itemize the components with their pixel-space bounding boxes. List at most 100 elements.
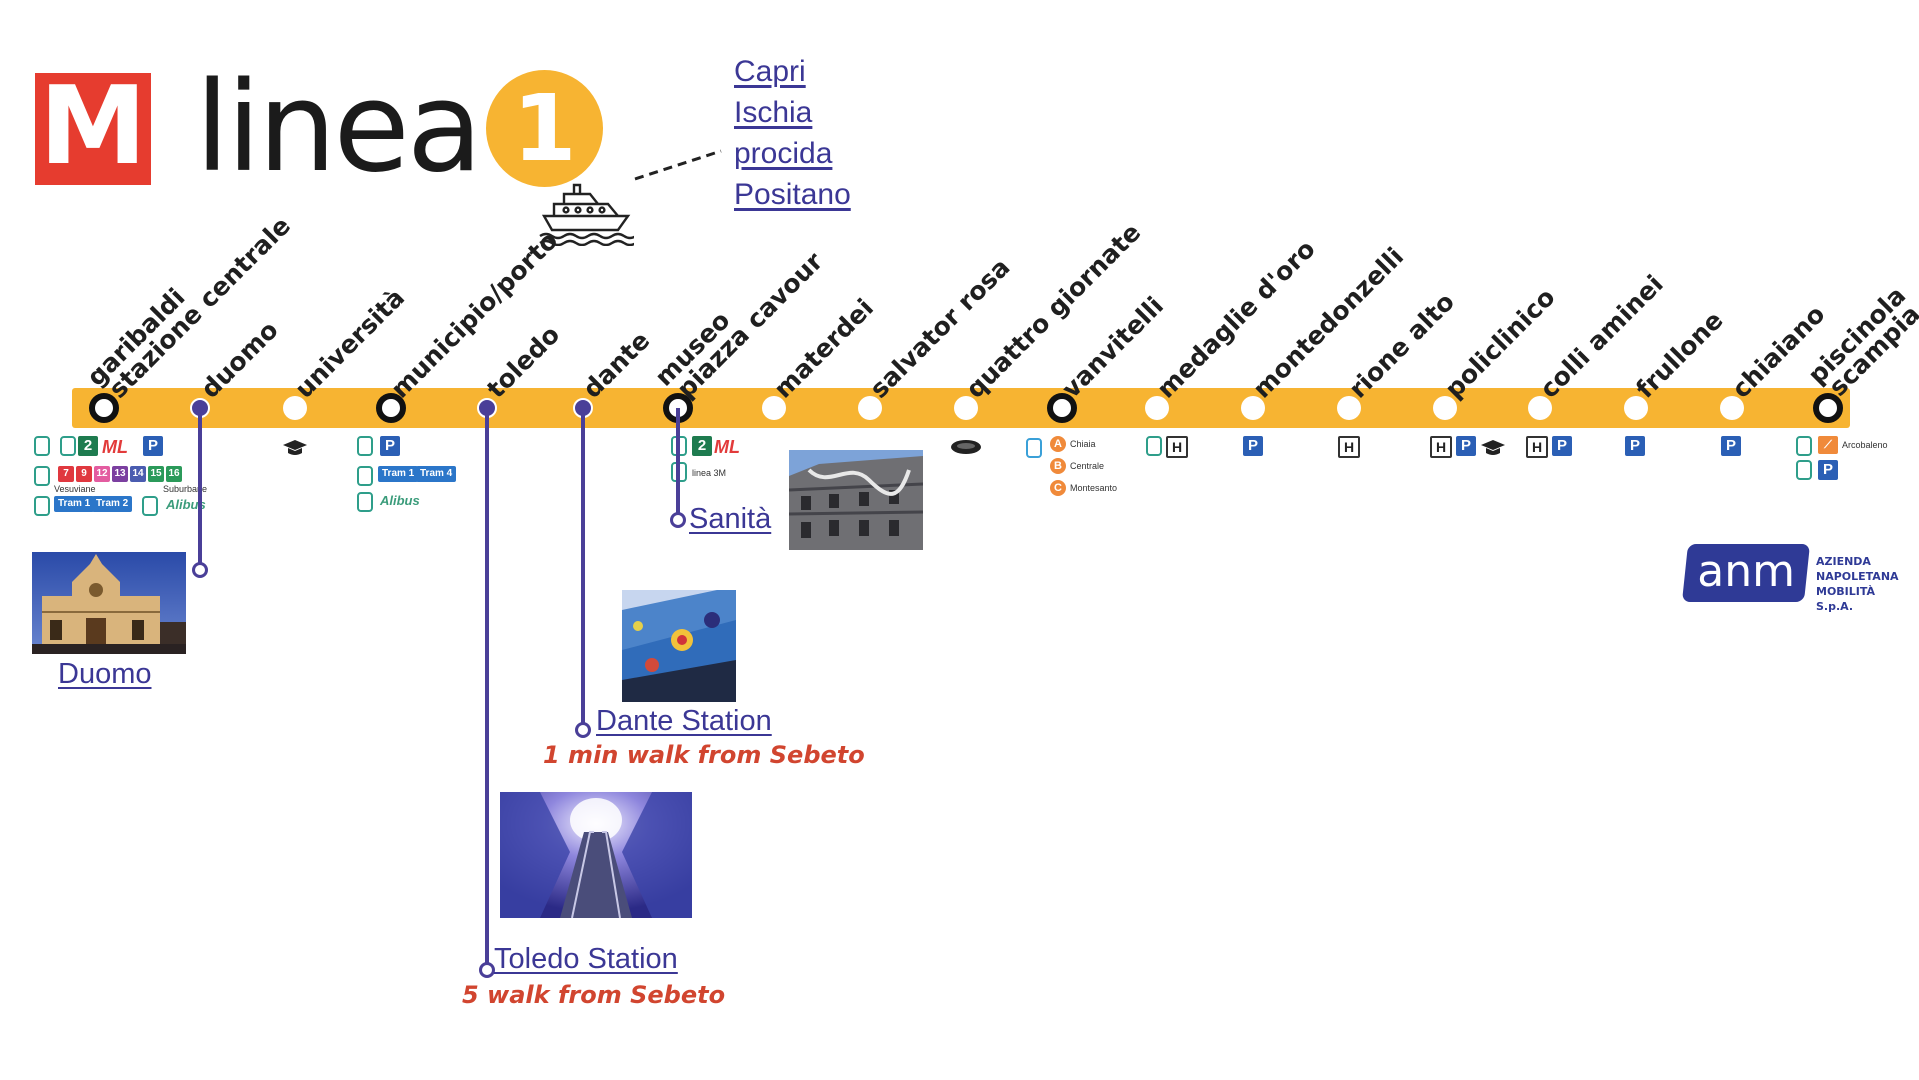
anm-company-line: AZIENDA	[1816, 555, 1871, 568]
duomo-link[interactable]: Duomo	[58, 658, 152, 690]
destination-link-ischia[interactable]: Ischia	[734, 96, 813, 129]
tram-icon	[357, 466, 373, 486]
metro-logo: M	[35, 67, 151, 187]
parking-icon: P	[1456, 436, 1476, 456]
stop-chiaiano[interactable]	[1720, 396, 1744, 420]
stop-vanvitelli[interactable]	[1047, 393, 1077, 423]
stop-materdei[interactable]	[762, 396, 786, 420]
line2-badge: 2	[692, 436, 712, 456]
toledo-walk-note: 5 walk from Sebeto	[462, 981, 726, 1009]
line-number-badge: 1	[486, 70, 603, 187]
stop-quattro-giornate[interactable]	[954, 396, 978, 420]
parking-icon: P	[1552, 436, 1572, 456]
parking-icon: P	[143, 436, 163, 456]
stop-montedonzelli[interactable]	[1241, 396, 1265, 420]
alibus-label: Alibus	[166, 497, 206, 512]
graduation-cap-icon	[283, 440, 307, 455]
hospital-icon: H	[1166, 436, 1188, 458]
stop-colli-aminei[interactable]	[1528, 396, 1552, 420]
duomo-callout-line	[198, 408, 202, 570]
suburbane-label: Suburbane	[163, 484, 208, 494]
anm-company-line: MOBILITÀ S.p.A.	[1816, 585, 1876, 613]
stop-policlinico[interactable]	[1433, 396, 1457, 420]
funicular-icon	[1026, 438, 1042, 458]
stop-rione-alto[interactable]	[1337, 396, 1361, 420]
tram-line-badge: Tram 4	[416, 466, 457, 482]
funicular-a-badge: A	[1050, 436, 1066, 452]
bus-icon	[1796, 460, 1812, 480]
alibus-label: Alibus	[380, 493, 420, 508]
arcobaleno-line-icon: ⟋	[1818, 436, 1838, 454]
bus-line-badge: 12	[94, 466, 110, 482]
ferry-route-line	[634, 149, 722, 181]
station-label-quattro-giornate: quattro giornate	[960, 217, 1147, 404]
sanita-callout-line	[676, 408, 680, 520]
sanita-link[interactable]: Sanità	[689, 503, 772, 535]
dante-station-photo[interactable]	[622, 590, 736, 702]
tram-line-badge: Tram 1	[378, 466, 419, 482]
sanita-photo[interactable]	[789, 450, 923, 550]
bus-line-badge: 13	[112, 466, 128, 482]
stop-garibaldi[interactable]	[89, 393, 119, 423]
dante-station-link[interactable]: Dante Station	[596, 705, 772, 737]
dante-walk-note: 1 min walk from Sebeto	[543, 741, 865, 769]
anm-logo-text: anm	[1697, 546, 1795, 597]
anm-company-name: AZIENDA NAPOLETANA MOBILITÀ S.p.A.	[1816, 554, 1914, 614]
linea-3m-label: linea 3M	[692, 468, 727, 478]
funicular-c-name: Montesanto	[1070, 483, 1118, 493]
parking-icon: P	[380, 436, 400, 456]
hospital-icon: H	[1526, 436, 1548, 458]
stop-municipio[interactable]	[376, 393, 406, 423]
metro-train-icon	[34, 436, 50, 456]
bus-icon	[34, 466, 50, 486]
tram-icon	[34, 496, 50, 516]
funicular-a-name: Chiaia	[1070, 439, 1096, 449]
anm-company-line: NAPOLETANA	[1816, 570, 1899, 583]
cumana-logo-icon: ML	[714, 437, 740, 456]
metro-logo-letter: M	[39, 64, 147, 189]
toledo-callout-end	[479, 962, 495, 978]
duomo-callout-end	[192, 562, 208, 578]
ferry-icon	[539, 183, 634, 246]
destination-link-positano[interactable]: Positano	[734, 178, 851, 211]
funicular-b-badge: B	[1050, 458, 1066, 474]
toledo-station-photo[interactable]	[500, 792, 692, 918]
anm-logo: anm	[1681, 544, 1811, 602]
train-icon	[60, 436, 76, 456]
tram-line-badge: Tram 1	[54, 496, 95, 512]
toledo-station-link[interactable]: Toledo Station	[494, 943, 678, 975]
parking-icon: P	[1243, 436, 1263, 456]
stop-piscinola[interactable]	[1813, 393, 1843, 423]
svg-text:ML: ML	[714, 437, 740, 456]
stop-universita[interactable]	[283, 396, 307, 420]
funicular-c-badge: C	[1050, 480, 1066, 496]
train-icon	[1796, 436, 1812, 456]
line2-badge: 2	[78, 436, 98, 456]
duomo-photo[interactable]	[32, 552, 186, 654]
funicular-b-name: Centrale	[1070, 461, 1105, 471]
cumana-logo-icon: ML	[102, 437, 128, 456]
train-icon	[357, 436, 373, 456]
vesuviane-label: Vesuviane	[54, 484, 96, 494]
parking-icon: P	[1818, 460, 1838, 480]
bus-icon	[1146, 436, 1162, 456]
stop-medaglie-doro[interactable]	[1145, 396, 1169, 420]
dante-callout-end	[575, 722, 591, 738]
svg-text:ML: ML	[102, 437, 128, 456]
stop-frullone[interactable]	[1624, 396, 1648, 420]
parking-icon: P	[1625, 436, 1645, 456]
stop-salvator-rosa[interactable]	[858, 396, 882, 420]
bus-line-badge: 15	[148, 466, 164, 482]
hospital-icon: H	[1338, 436, 1360, 458]
sanita-callout-end	[670, 512, 686, 528]
tram-line-badge: Tram 2	[92, 496, 133, 512]
destination-link-capri[interactable]: Capri	[734, 55, 806, 88]
station-label-garibaldi-2: stazione centrale	[103, 210, 297, 404]
bus-line-badge: 9	[76, 466, 92, 482]
destination-link-procida[interactable]: procida	[734, 137, 833, 170]
toledo-callout-line	[485, 408, 489, 970]
hospital-icon: H	[1430, 436, 1452, 458]
bus-line-badge: 7	[58, 466, 74, 482]
alibus-icon	[142, 496, 158, 516]
